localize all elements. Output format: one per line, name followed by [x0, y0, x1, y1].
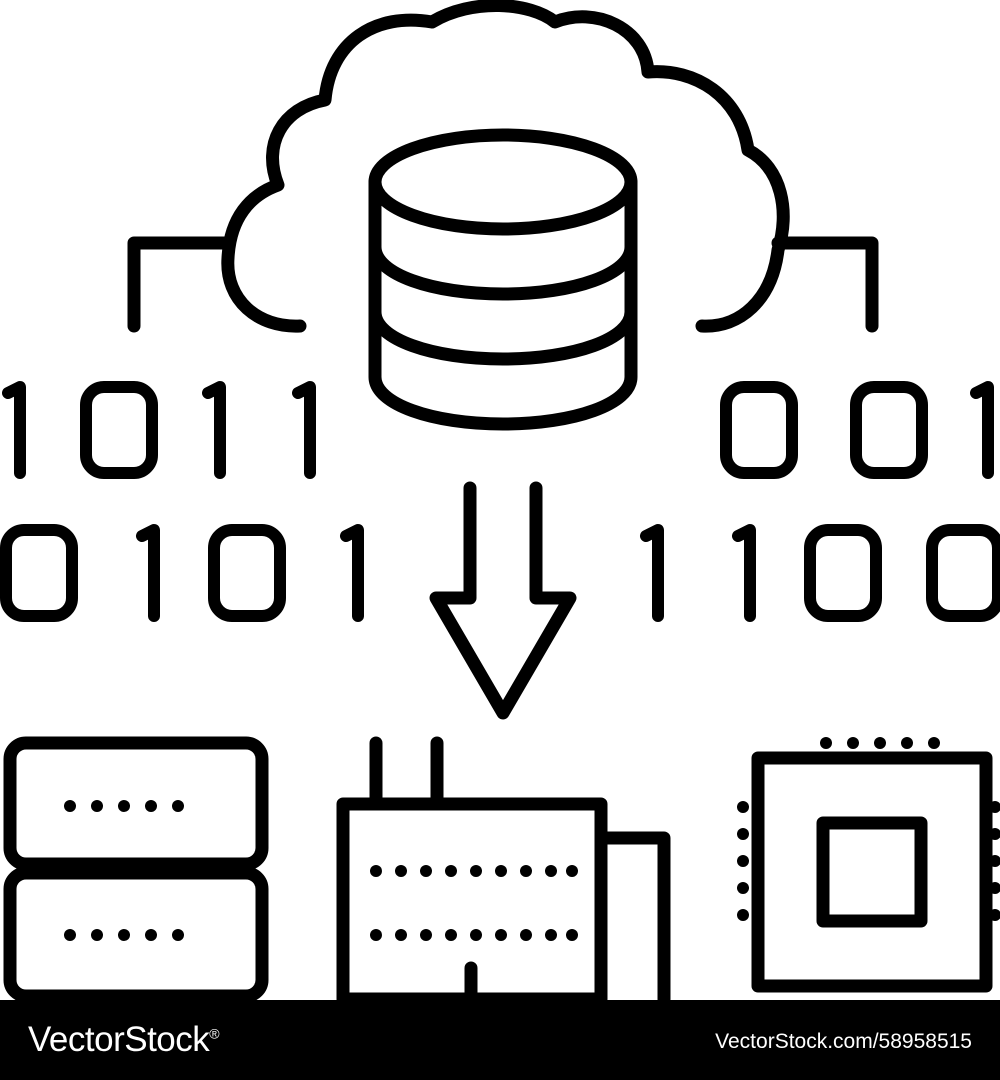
- binary-digits-left: [0, 381, 364, 622]
- chip-pin-dots: [737, 737, 1000, 921]
- factory-icon: [336, 736, 671, 1000]
- server-indicator-dots: [64, 800, 184, 941]
- binary-row-001: [720, 381, 994, 479]
- binary-digits-right: [640, 381, 1000, 622]
- arrow-down-icon: [429, 481, 577, 720]
- database-icon: [368, 128, 638, 431]
- binary-row-1011: [2, 381, 316, 479]
- server-rack-icon: [3, 736, 269, 1000]
- data-transfer-illustration: [0, 0, 1000, 1000]
- factory-window-dots: [370, 865, 578, 941]
- stock-id-text: VectorStock.com/58958515: [715, 1030, 972, 1053]
- brand-name: VectorStock: [28, 1020, 210, 1059]
- cloud-icon: [127, 0, 879, 333]
- microchip-icon: [737, 737, 1000, 993]
- brand-registered-mark: ®: [209, 1025, 220, 1042]
- watermark-footer: VectorStock® VectorStock.com/58958515: [0, 1000, 1000, 1080]
- binary-row-1100: [640, 524, 1000, 622]
- brand-logo: VectorStock®: [28, 1020, 220, 1060]
- binary-row-0101: [0, 524, 364, 622]
